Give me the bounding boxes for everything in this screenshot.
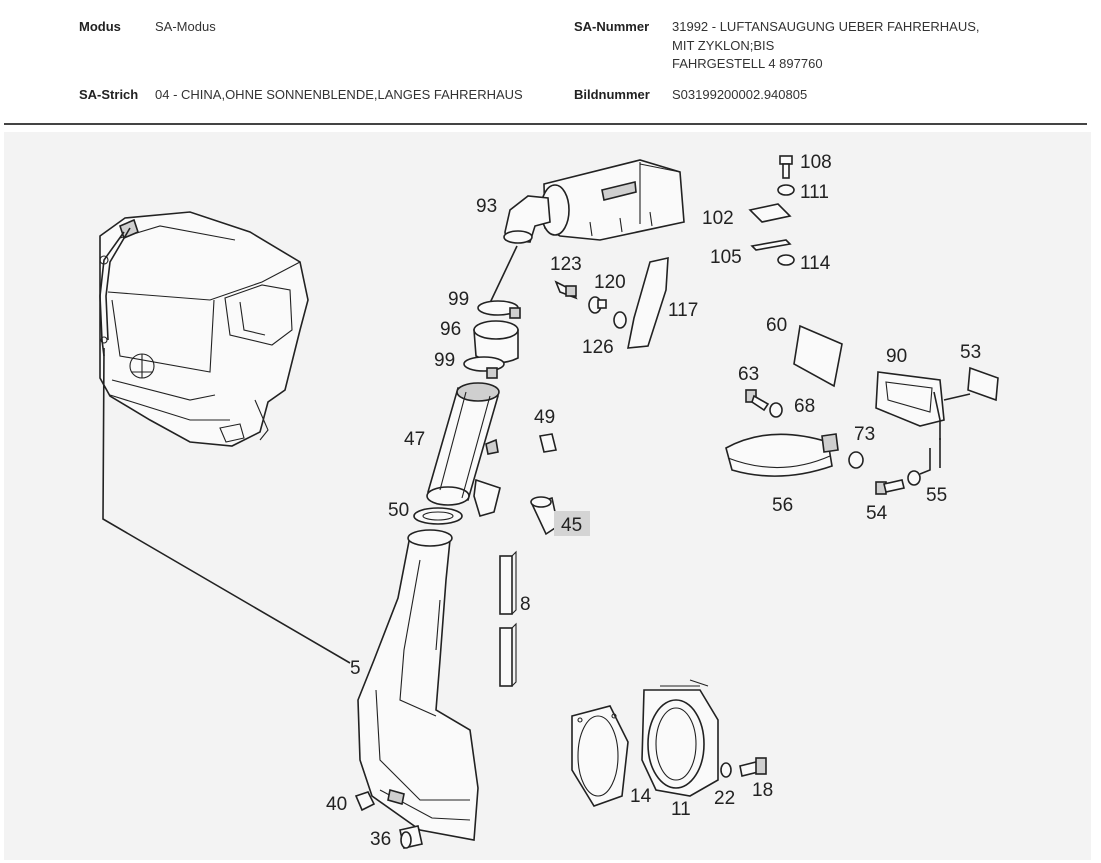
callout-49[interactable]: 49 xyxy=(534,407,555,428)
callout-22[interactable]: 22 xyxy=(714,788,735,809)
callout-102[interactable]: 102 xyxy=(702,208,734,229)
truck-cab-drawing xyxy=(99,211,309,447)
callout-111[interactable]: 111 xyxy=(800,182,829,203)
callout-56[interactable]: 56 xyxy=(772,495,793,516)
strip-105-drawing xyxy=(750,239,792,251)
hose-clamp-lower-drawing xyxy=(463,356,505,379)
sealing-strip-8-drawing xyxy=(499,550,517,687)
bolt-54-drawing xyxy=(875,479,905,495)
hose-96-drawing xyxy=(473,320,519,364)
sa-nummer-line1: 31992 - LUFTANSAUGUNG UEBER FAHRERHAUS, xyxy=(672,19,980,34)
callout-120[interactable]: 120 xyxy=(594,272,626,293)
leader-5 xyxy=(102,347,351,664)
seal-ring-50-drawing xyxy=(413,507,463,525)
stud-120-drawing xyxy=(588,296,607,314)
callout-36[interactable]: 36 xyxy=(370,829,391,850)
washer-126-drawing xyxy=(613,311,627,329)
modus-label: Modus xyxy=(79,19,121,34)
callout-123[interactable]: 123 xyxy=(550,254,582,275)
nut-40-drawing xyxy=(354,791,376,812)
washer-111-drawing xyxy=(777,184,795,196)
bildnummer-value: S03199200002.940805 xyxy=(672,87,808,102)
sa-nummer-line3: FAHRGESTELL 4 897760 xyxy=(672,56,823,71)
bracket-49-drawing xyxy=(539,433,557,453)
callout-14[interactable]: 14 xyxy=(630,786,652,807)
modus-value: SA-Modus xyxy=(155,19,216,34)
bolt-63-drawing xyxy=(745,389,770,412)
callout-18[interactable]: 18 xyxy=(752,780,773,801)
leader-90-53 xyxy=(943,393,971,401)
leader-55 xyxy=(919,448,931,475)
washer-68-drawing xyxy=(769,402,783,418)
sa-nummer-line2: MIT ZYKLON;BIS xyxy=(672,38,775,53)
bracket-117-drawing xyxy=(627,256,669,349)
cyclone-body-drawing xyxy=(426,382,501,517)
rubber-valve-45-drawing xyxy=(530,496,559,536)
callout-99-top[interactable]: 99 xyxy=(448,289,469,310)
sa-nummer-label: SA-Nummer xyxy=(574,19,650,34)
callout-108[interactable]: 108 xyxy=(800,152,832,173)
air-intake-duct-drawing xyxy=(357,529,479,841)
bolt-18-drawing xyxy=(739,757,767,777)
bildnummer-label: Bildnummer xyxy=(574,87,650,102)
bushing-36-drawing xyxy=(399,825,423,849)
callout-60[interactable]: 60 xyxy=(766,315,787,336)
bolt-123-drawing xyxy=(554,280,578,300)
callout-5[interactable]: 5 xyxy=(350,658,361,679)
callout-40[interactable]: 40 xyxy=(326,794,347,815)
band-clamp-56-drawing xyxy=(725,433,839,477)
callout-99-lower[interactable]: 99 xyxy=(434,350,455,371)
bolt-108-drawing xyxy=(779,155,793,179)
callout-90[interactable]: 90 xyxy=(886,346,907,367)
callout-93[interactable]: 93 xyxy=(476,196,497,217)
callout-11[interactable]: 11 xyxy=(671,799,691,820)
header-separator xyxy=(4,123,1087,125)
gasket-14-drawing xyxy=(571,705,629,807)
washer-55-drawing xyxy=(907,470,921,486)
washer-73-drawing xyxy=(848,451,864,469)
flange-11-drawing xyxy=(641,679,719,797)
callout-8[interactable]: 8 xyxy=(520,594,531,615)
holder-90-drawing xyxy=(875,371,945,468)
callout-68[interactable]: 68 xyxy=(794,396,815,417)
plate-53-drawing xyxy=(967,366,999,402)
leader-93-99 xyxy=(488,245,518,306)
sa-strich-value: 04 - CHINA,OHNE SONNENBLENDE,LANGES FAHR… xyxy=(155,87,523,102)
callout-105[interactable]: 105 xyxy=(710,247,742,268)
washer-114-drawing xyxy=(777,254,795,266)
callout-117[interactable]: 117 xyxy=(668,300,698,321)
highlight-45 xyxy=(554,511,590,536)
callout-63[interactable]: 63 xyxy=(738,364,759,385)
callout-47[interactable]: 47 xyxy=(404,429,425,450)
callout-53[interactable]: 53 xyxy=(960,342,981,363)
callout-55[interactable]: 55 xyxy=(926,485,947,506)
callout-54[interactable]: 54 xyxy=(866,503,888,524)
callout-96[interactable]: 96 xyxy=(440,319,461,340)
callout-114[interactable]: 114 xyxy=(800,253,831,274)
callout-126[interactable]: 126 xyxy=(582,337,614,358)
plate-60-drawing xyxy=(793,324,843,388)
cyclone-filter-drawing xyxy=(503,159,685,244)
hose-clamp-top-drawing xyxy=(477,300,521,319)
callout-50[interactable]: 50 xyxy=(388,500,409,521)
plate-102-drawing xyxy=(748,203,792,223)
washer-22-drawing xyxy=(720,762,732,778)
sa-strich-label: SA-Strich xyxy=(79,87,139,102)
callout-45[interactable]: 45 xyxy=(561,515,582,536)
callout-73[interactable]: 73 xyxy=(854,424,875,445)
